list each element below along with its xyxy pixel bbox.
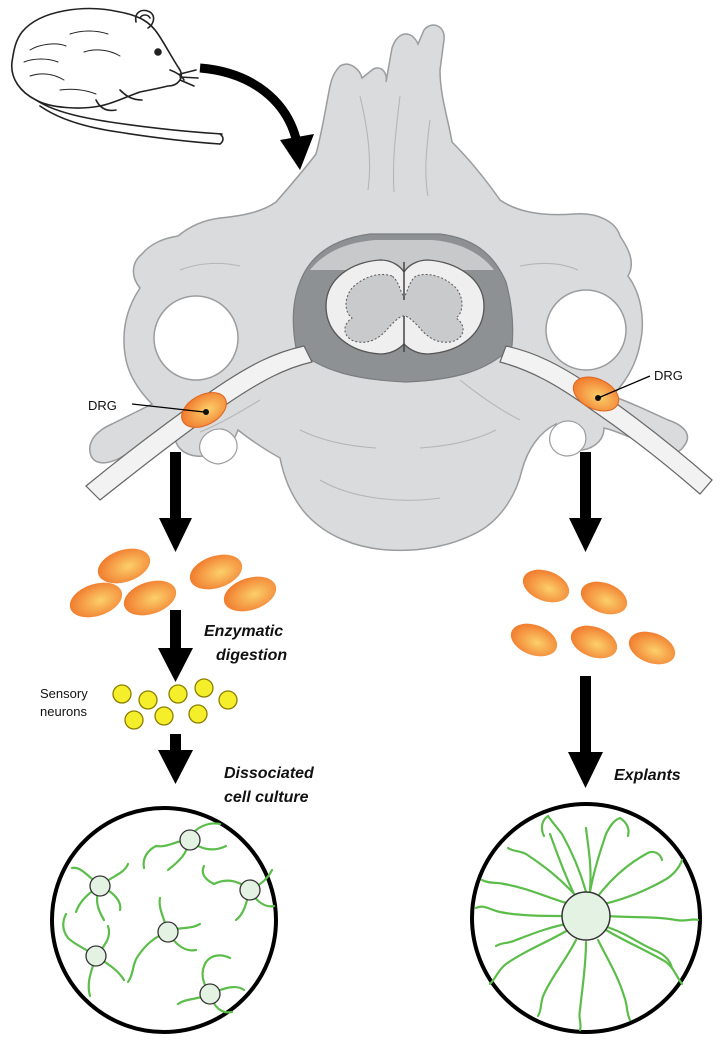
arrow-left-2 [158, 610, 193, 682]
enzymatic-label-line1: Enzymatic [204, 623, 283, 640]
drg-right-ganglion [572, 376, 620, 412]
sensory-label-line1: Sensory [40, 686, 88, 701]
dissociated-label-line2: cell culture [224, 789, 309, 806]
arrow-right-2 [568, 676, 603, 788]
arrow-left-3 [158, 734, 193, 784]
vertebra [85, 24, 713, 552]
arrow-mouse-to-spine [199, 63, 314, 170]
drg-left-label: DRG [88, 398, 117, 413]
arrow-right-1 [569, 452, 602, 552]
drg-right-label: DRG [654, 368, 683, 383]
dissociated-culture-dish [50, 806, 278, 1034]
right-ganglia-group [510, 569, 676, 665]
left-ganglia-group [69, 548, 277, 618]
sensory-neurons-group [112, 678, 238, 730]
enzymatic-label-line2: digestion [216, 647, 287, 664]
arrow-left-1 [159, 452, 192, 552]
sensory-label-line2: neurons [40, 704, 87, 719]
mouse-icon [11, 7, 224, 145]
explants-label: Explants [614, 767, 681, 784]
explant-culture-dish [470, 802, 702, 1034]
dissociated-label-line1: Dissociated [224, 765, 315, 782]
